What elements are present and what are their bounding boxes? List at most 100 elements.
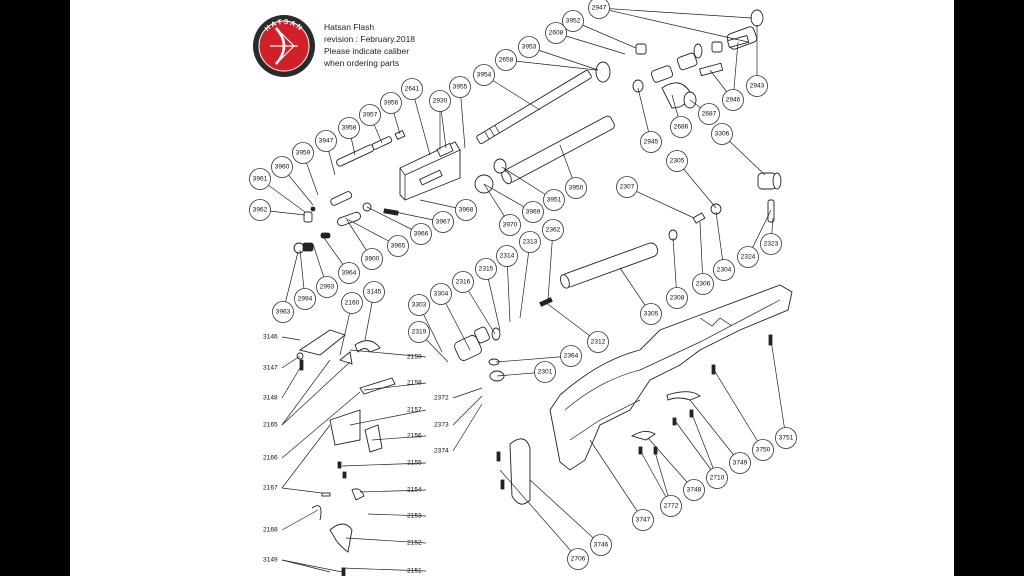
callout-2315: 2315 (475, 258, 497, 280)
leader-2710 (675, 421, 718, 479)
callout-2304: 2304 (713, 259, 735, 281)
leader-3954 (483, 74, 541, 111)
part-number-label: 3966 (414, 231, 429, 238)
callout-2157: 2157 (407, 407, 422, 414)
part-number-label: 3962 (253, 207, 268, 214)
part-number-label: 3957 (363, 112, 378, 119)
callout-circle (408, 294, 430, 316)
leader-2158 (363, 382, 427, 391)
callout-circle (746, 75, 768, 97)
part-number-label: 3968 (459, 207, 474, 214)
callout-3955: 3955 (449, 76, 471, 98)
part-number-label: 2166 (263, 455, 278, 462)
callout-circle (363, 281, 385, 303)
callout-2308: 2308 (666, 287, 688, 309)
callout-circle (760, 233, 782, 255)
leader-3149 (281, 559, 343, 573)
callout-circle (359, 104, 381, 126)
part-number-label: 2167 (263, 485, 278, 492)
callout-circle (429, 90, 451, 112)
part-number-label: 3747 (636, 517, 651, 524)
part-number-label: 2364 (564, 353, 579, 360)
part-number-label: 3146 (263, 334, 278, 341)
part-number-label: 3748 (687, 487, 702, 494)
callout-2993: 2993 (316, 276, 338, 298)
callout-2364: 2364 (560, 345, 582, 367)
leader-3147 (281, 355, 301, 369)
callout-circle (432, 211, 454, 233)
part-number-label: 2312 (591, 339, 606, 346)
leader-2151 (341, 567, 427, 572)
callout-circle (698, 103, 720, 125)
leader-2159 (349, 349, 427, 358)
sheet-title: Hatsan Flash (324, 22, 375, 32)
part-number-label: 2307 (620, 184, 635, 191)
callout-2608: 2608 (545, 22, 567, 44)
callout-circle (562, 10, 584, 32)
leader-2373 (452, 395, 483, 426)
callout-2152: 2152 (407, 540, 422, 547)
leader-2362 (547, 229, 554, 301)
part-number-label: 2155 (407, 460, 422, 467)
callout-3303: 3303 (408, 294, 430, 316)
leader-2372 (452, 387, 483, 399)
callout-circle (338, 117, 360, 139)
callout-3747: 3747 (632, 509, 654, 531)
callout-circle (590, 534, 612, 556)
part-number-label: 3746 (594, 542, 609, 549)
leader-3146 (281, 336, 301, 341)
part-number-label: 3947 (319, 138, 334, 145)
leader-3952 (572, 20, 637, 49)
leader-2152 (345, 537, 427, 544)
callout-2168: 2168 (263, 527, 278, 534)
part-number-label: 2373 (434, 422, 449, 429)
part-number-label: 2658 (499, 57, 514, 64)
callout-circle (249, 168, 271, 190)
callout-2306: 2306 (692, 273, 714, 295)
part-number-label: 3749 (733, 460, 748, 467)
callout-circle (543, 189, 565, 211)
callout-circle (292, 142, 314, 164)
part-number-label: 2946 (726, 97, 741, 104)
callout-3952: 3952 (562, 10, 584, 32)
callout-2313: 2313 (519, 231, 541, 253)
leader-3749 (689, 399, 741, 464)
callout-2151: 2151 (407, 568, 422, 575)
callout-2706: 2706 (567, 548, 589, 570)
part-number-label: 2316 (456, 279, 471, 286)
callout-3968: 3968 (455, 199, 477, 221)
part-number-label: 2154 (407, 487, 422, 494)
callout-circle (452, 271, 474, 293)
leader-3750 (713, 369, 764, 451)
leader-2153 (367, 513, 427, 517)
valve-drawing (454, 158, 553, 382)
callout-circle (713, 259, 735, 281)
leader-2155 (341, 462, 427, 467)
leader-3747 (589, 439, 644, 521)
shroud-drawing (501, 115, 615, 185)
callout-2943: 2943 (746, 75, 768, 97)
callout-3305: 3305 (640, 303, 662, 325)
leader-2641 (411, 88, 431, 156)
callout-3947: 3947 (315, 130, 337, 152)
part-number-label: 3750 (756, 447, 771, 454)
callout-circle (271, 156, 293, 178)
callout-circle (387, 235, 409, 257)
callout-circle (361, 248, 383, 270)
callout-3953: 3953 (518, 36, 540, 58)
leader-2307 (626, 186, 695, 219)
callout-circle (401, 78, 423, 100)
callout-2319: 2319 (408, 321, 430, 343)
leader-3149 (281, 559, 331, 573)
part-number-label: 2313 (523, 239, 538, 246)
callout-2994: 2994 (294, 288, 316, 310)
callout-circle (737, 246, 759, 268)
callout-3751: 3751 (775, 427, 797, 449)
callout-3966: 3966 (410, 223, 432, 245)
callout-circle (632, 509, 654, 531)
callout-3304: 3304 (430, 283, 452, 305)
callout-circle (272, 301, 294, 323)
leader-3746 (529, 479, 602, 546)
callout-circle (294, 288, 316, 310)
callout-2167: 2167 (263, 485, 278, 492)
